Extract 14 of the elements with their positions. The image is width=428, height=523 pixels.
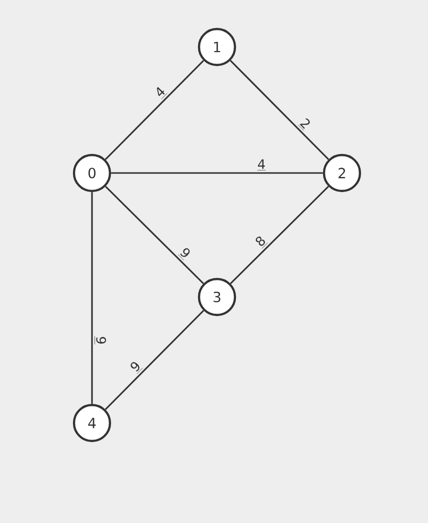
edge-label: 8 [256, 236, 268, 249]
edge-label: 4 [156, 87, 168, 100]
edge-label: 9 [94, 336, 106, 345]
edge-line [111, 172, 323, 174]
edge-line [105, 186, 204, 284]
edge-label: 2 [298, 118, 310, 131]
edge-label: 9 [178, 248, 190, 260]
edge-line [230, 186, 329, 284]
edge-label: 9 [130, 362, 143, 374]
edge-line [104, 60, 204, 160]
edge-label: 4 [257, 159, 266, 170]
edge-line [104, 310, 204, 410]
edge-line [91, 192, 93, 404]
edge-line [230, 60, 330, 160]
